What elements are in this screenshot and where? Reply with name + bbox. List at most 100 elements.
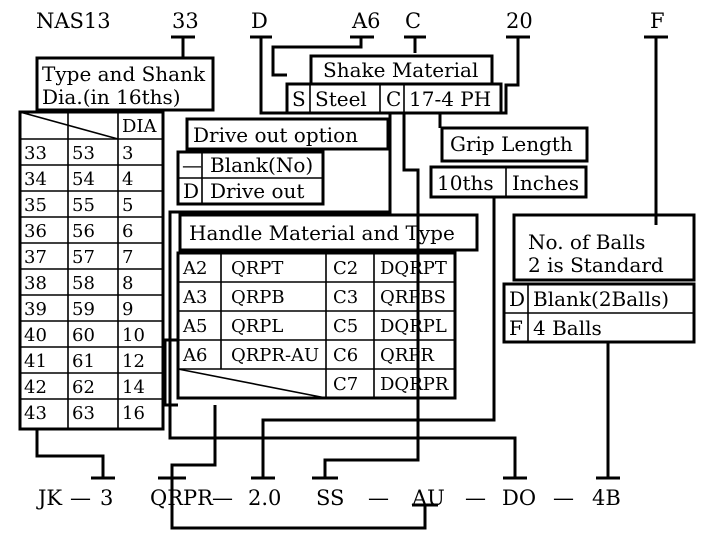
shank-cell: 63 [72, 403, 95, 424]
shank-cell: 8 [122, 273, 133, 294]
bottom-dash-2: — [212, 486, 233, 510]
shank-dia-header: DIA [122, 116, 158, 137]
balls-title-line1: No. of Balls [528, 230, 645, 254]
shank-cell: 16 [122, 403, 145, 424]
handle-title: Handle Material and Type [189, 221, 455, 245]
shake-code-s: S [292, 87, 306, 111]
balls-code-d: D [509, 287, 525, 311]
grip-title: Grip Length [450, 132, 573, 156]
code-top-drive: D [251, 9, 268, 33]
bottom-dash-4: — [465, 486, 486, 510]
handle-cell: QRPT [231, 258, 283, 279]
shank-cell: 12 [122, 351, 145, 372]
bottom-au: AU [411, 486, 445, 510]
bottom-dash-3: — [368, 486, 389, 510]
shank-cell: 9 [122, 299, 133, 320]
handle-cell: C5 [333, 316, 358, 337]
drive-table: Drive out option — Blank(No) D Drive out [176, 117, 390, 206]
shake-table: Shake Material S Steel C 17-4 PH [285, 54, 503, 115]
bottom-jk: JK [36, 486, 62, 510]
shank-cell: 5 [122, 195, 133, 216]
drive-code-d: D [183, 179, 199, 203]
shank-cell: 59 [72, 299, 95, 320]
shank-cell: 10 [122, 325, 145, 346]
bottom-3: 3 [100, 486, 113, 510]
shank-cell: 57 [72, 247, 95, 268]
drive-desc-blank: Blank(No) [210, 153, 313, 177]
bottom-qrpr: QRPR [150, 486, 214, 510]
shank-cell: 4 [122, 169, 133, 190]
code-top-shank: 33 [172, 9, 199, 33]
handle-cell: C7 [333, 374, 358, 395]
shank-cell: 35 [24, 195, 47, 216]
shank-cell: 43 [24, 403, 47, 424]
handle-cell: A3 [182, 287, 207, 308]
drive-title: Drive out option [193, 123, 358, 147]
handle-cell: QRPR [380, 345, 434, 366]
handle-cell: A5 [182, 316, 207, 337]
balls-title-line2: 2 is Standard [528, 253, 664, 277]
top-connectors [171, 35, 668, 225]
shank-cell: 41 [24, 351, 47, 372]
shank-cell: 6 [122, 221, 133, 242]
shake-17-4ph: 17-4 PH [409, 87, 491, 111]
bottom-dash-5: — [553, 486, 574, 510]
bottom-4b: 4B [592, 486, 621, 510]
handle-cell: QRPL [231, 316, 283, 337]
grip-inches: Inches [512, 171, 579, 195]
handle-cell: C2 [333, 258, 358, 279]
handle-cell: QRPB [231, 287, 285, 308]
bottom-do: DO [502, 486, 536, 510]
code-top-balls: F [650, 9, 665, 33]
grip-10ths: 10ths [437, 171, 494, 195]
shank-title-line1: Type and Shank [42, 62, 206, 86]
handle-cell: C6 [333, 345, 358, 366]
shank-cell: 60 [72, 325, 95, 346]
drive-code-blank: — [182, 153, 202, 177]
shake-title: Shake Material [323, 58, 478, 82]
bottom-2-0: 2.0 [248, 486, 281, 510]
connector-wires [35, 37, 620, 530]
shank-cell: 53 [72, 143, 95, 164]
shank-cell: 40 [24, 325, 47, 346]
shank-cell: 34 [24, 169, 47, 190]
shank-cell: 7 [122, 247, 133, 268]
shank-cell: 61 [72, 351, 95, 372]
grip-table: Grip Length 10ths Inches [429, 126, 589, 199]
shank-cell: 37 [24, 247, 47, 268]
shank-cell: 36 [24, 221, 47, 242]
bottom-dash-1: — [70, 486, 91, 510]
handle-cell: A6 [182, 345, 207, 366]
balls-table: No. of Balls 2 is Standard D Blank(2Ball… [502, 213, 696, 344]
handle-cell: DQRPT [380, 258, 447, 279]
shank-cell: 58 [72, 273, 95, 294]
bottom-ss: SS [316, 486, 344, 510]
shank-cell: 3 [122, 143, 133, 164]
shank-cell: 38 [24, 273, 47, 294]
handle-cell: C3 [333, 287, 358, 308]
code-top-handle: A6 [351, 9, 381, 33]
shank-cell: 42 [24, 377, 47, 398]
code-top-shake: C [405, 9, 421, 33]
shank-cell: 62 [72, 377, 95, 398]
balls-code-f: F [509, 316, 523, 340]
bottom-code: JK — 3 QRPR — 2.0 SS — AU — DO — 4B [36, 486, 621, 510]
shank-cell: 55 [72, 195, 95, 216]
balls-desc-d: Blank(2Balls) [533, 287, 669, 311]
shank-cell: 39 [24, 299, 47, 320]
code-top-grip: 20 [506, 9, 533, 33]
handle-cell: DQRPR [380, 374, 449, 395]
shank-cell: 56 [72, 221, 95, 242]
handle-cell: QRPR-AU [231, 345, 319, 366]
drive-desc-d: Drive out [210, 179, 304, 203]
shank-cell: 14 [122, 377, 145, 398]
shake-steel: Steel [315, 87, 367, 111]
handle-cell: DQRPL [380, 316, 447, 337]
shank-cell: 54 [72, 169, 95, 190]
